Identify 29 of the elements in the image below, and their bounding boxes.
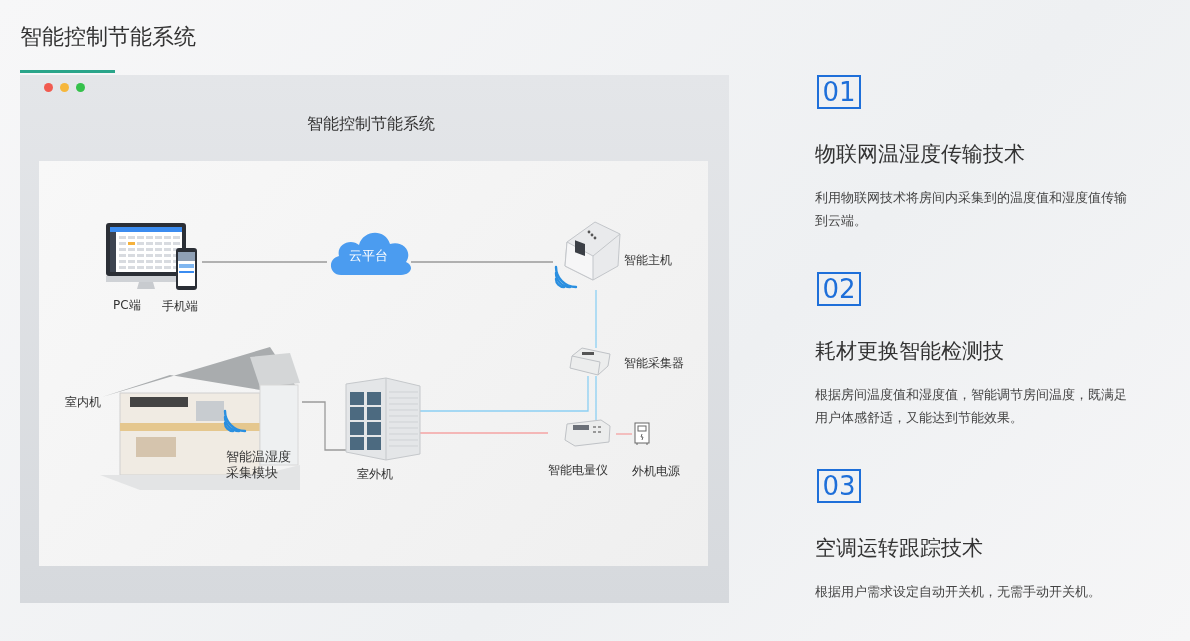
node-label: 手机端 xyxy=(162,298,198,314)
node-label: 室内机 xyxy=(65,394,101,410)
section-number: 03 xyxy=(817,469,861,503)
section-number: 01 xyxy=(817,75,861,109)
section-text: 利用物联网技术将房间内采集到的温度值和湿度值传输到云端。 xyxy=(815,189,1128,230)
connector-line xyxy=(410,261,554,263)
node-label: 智能温湿度采集模块 xyxy=(226,449,292,481)
node-label: 室外机 xyxy=(357,466,393,482)
cloud-label: 云平台 xyxy=(349,248,388,264)
section-text: 根据用户需求设定自动开关机，无需手动开关机。 xyxy=(815,583,1102,601)
connector-line xyxy=(201,261,328,263)
section-text: 根据房间温度值和湿度值，智能调节房间温度，既满足用户体感舒适，又能达到节能效果。 xyxy=(815,386,1128,427)
node-label: 智能采集器 xyxy=(624,355,684,371)
connector-line xyxy=(301,401,347,451)
node-label: 外机电源 xyxy=(632,463,680,479)
connector-line xyxy=(419,375,589,412)
section-heading: 耗材更换智能检测技 xyxy=(815,338,1004,365)
node-label: 智能主机 xyxy=(624,252,672,268)
connector-line xyxy=(615,433,633,435)
connector-line xyxy=(595,375,597,421)
connector-line xyxy=(419,432,549,434)
section-number: 02 xyxy=(817,272,861,306)
page-title: 智能控制节能系统 xyxy=(20,23,196,51)
node-label: 智能电量仪 xyxy=(548,462,608,478)
connector-line xyxy=(595,289,597,349)
section-heading: 物联网温湿度传输技术 xyxy=(815,141,1025,168)
section-heading: 空调运转跟踪技术 xyxy=(815,535,983,562)
node-label: PC端 xyxy=(113,297,141,313)
panel-title: 智能控制节能系统 xyxy=(307,114,435,135)
